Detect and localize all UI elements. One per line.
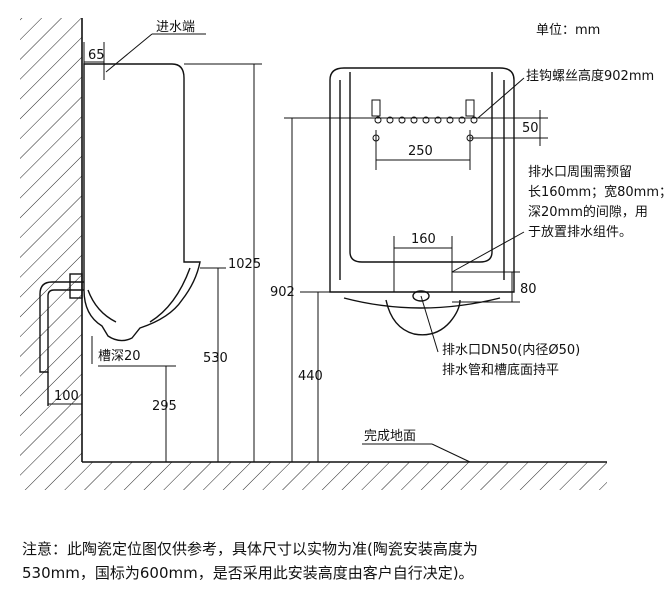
drain-gap-line-3: 深20mm的间隙，用 xyxy=(528,204,648,220)
inlet-label: 进水端 xyxy=(156,20,195,35)
dim-100-label: 100 xyxy=(54,389,79,404)
installation-note: 注意：此陶瓷定位图仅供参考，具体尺寸以实物为准(陶瓷安装高度为 530mm，国标… xyxy=(22,537,652,585)
dim-160-label: 160 xyxy=(411,232,436,247)
urinal-installation-diagram: 65 进水端 1025 530 295 槽深20 100 xyxy=(20,18,665,490)
dim-902 xyxy=(284,117,372,462)
dim-440-label: 440 xyxy=(298,369,323,384)
dim-1025-label: 1025 xyxy=(228,257,261,272)
urinal-side-view xyxy=(83,63,201,342)
dim-530 xyxy=(200,267,226,462)
dim-902-label: 902 xyxy=(270,285,295,300)
dim-80-label: 80 xyxy=(520,282,537,297)
dim-65-label: 65 xyxy=(88,48,105,63)
drain-gap-line-1: 排水口周围需预留 xyxy=(528,165,632,180)
groove-depth-label: 槽深20 xyxy=(98,349,141,364)
dim-80 xyxy=(452,271,520,303)
drain-outlet-line-1: 排水口DN50(内径Ø50) xyxy=(442,342,580,358)
dim-50-label: 50 xyxy=(522,121,539,136)
dim-1025 xyxy=(184,63,262,462)
hook-bolt-row xyxy=(364,99,484,142)
dim-250-label: 250 xyxy=(408,144,433,159)
note-line-2: 530mm，国标为600mm，是否采用此安装高度由客户自行决定)。 xyxy=(22,564,474,582)
inlet-leader xyxy=(105,33,153,73)
hook-bolt-label: 挂钩螺丝高度902mm xyxy=(526,68,654,84)
drain-pipe-side xyxy=(39,273,84,406)
dim-65 xyxy=(83,42,105,80)
dim-295 xyxy=(98,365,176,462)
dim-440 xyxy=(300,291,330,462)
floor-label: 完成地面 xyxy=(364,429,416,444)
dim-50 xyxy=(470,110,548,146)
dim-295-label: 295 xyxy=(152,399,177,414)
floor-hatch xyxy=(82,461,607,490)
dim-160 xyxy=(393,236,453,292)
unit-label: 单位：mm xyxy=(536,23,600,38)
urinal-front-view xyxy=(329,67,515,336)
dim-530-label: 530 xyxy=(203,351,228,366)
note-line-1: 注意：此陶瓷定位图仅供参考，具体尺寸以实物为准(陶瓷安装高度为 xyxy=(22,540,478,558)
wall-hatch xyxy=(20,18,83,490)
drain-gap-line-4: 于放置排水组件。 xyxy=(528,225,632,240)
drain-gap-line-2: 长160mm；宽80mm； xyxy=(528,184,665,200)
drain-outlet-line-2: 排水管和槽底面持平 xyxy=(442,362,559,378)
dim-250 xyxy=(375,130,471,170)
